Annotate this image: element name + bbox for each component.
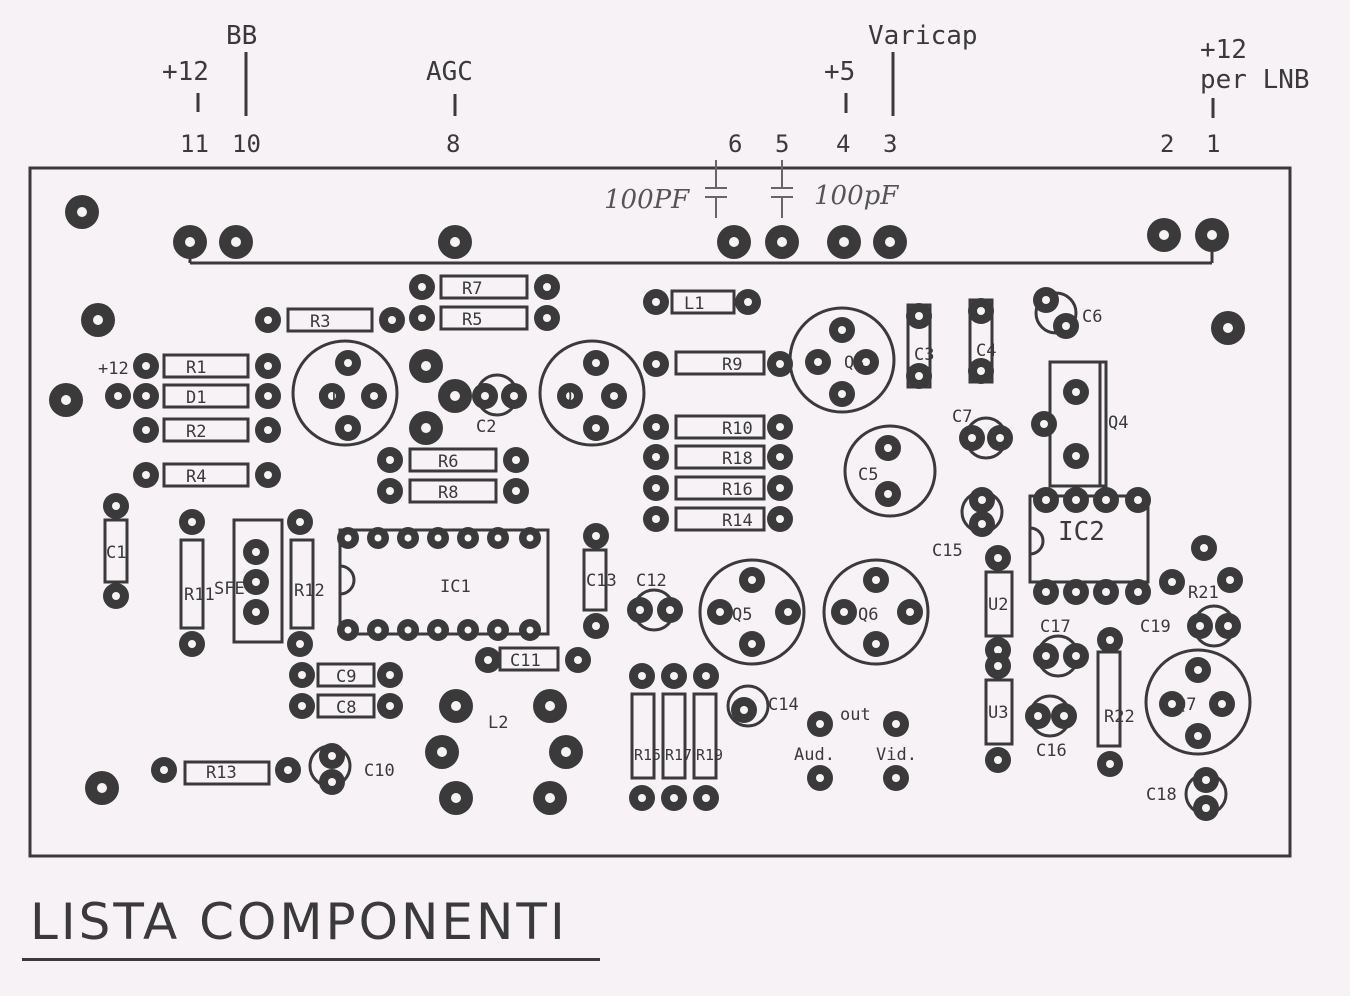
label-r13: R13 [206,763,237,783]
label-c9: C9 [336,667,356,687]
label-q7: Q7 [1176,695,1196,715]
pin-number-2: 2 [1160,130,1174,158]
annotation-cap-right: 100pF [814,181,899,211]
label-plus5: +5 [824,57,855,87]
pin-number-4: 4 [836,130,850,158]
label-c3: C3 [914,345,934,365]
hand-drawn-capacitors [705,160,793,218]
annotation-cap-left: 100PF [604,185,690,215]
label-q3: Q3 [844,353,864,373]
q5-body [698,558,806,666]
component-labels: +12 R1 D1 R2 R4 R3 R7 R5 R6 R8 Q1 Q2 C2 … [98,279,1219,805]
label-sfe: SFE [214,579,245,599]
label-c5: C5 [858,465,878,485]
label-c8: C8 [336,698,356,718]
label-c17: C17 [1040,617,1071,637]
label-r16: R16 [722,480,753,500]
label-r12: R12 [294,581,325,601]
label-q6: Q6 [858,605,878,625]
label-c7: C7 [952,407,972,427]
pin-number-6: 6 [728,130,742,158]
pin-number-1: 1 [1206,130,1220,158]
label-c13: C13 [586,571,617,591]
label-r9: R9 [722,355,742,375]
c5-body [843,424,937,518]
label-r14: R14 [722,511,753,531]
label-varicap: Varicap [868,21,978,51]
label-u3: U3 [988,703,1008,723]
label-out: out [840,705,871,725]
label-q2: Q2 [562,387,582,407]
label-r18: R18 [722,449,753,469]
q2-body [538,339,646,447]
label-q5: Q5 [732,605,752,625]
label-per-lnb: per LNB [1200,65,1310,95]
label-ic2: IC2 [1058,517,1105,547]
label-c6: C6 [1082,307,1102,327]
label-c10: C10 [364,761,395,781]
label-ic1: IC1 [440,577,471,597]
label-plus12-lnb: +12 [1200,35,1247,65]
label-c16: C16 [1036,741,1067,761]
label-aud: Aud. [794,745,835,765]
label-vid: Vid. [876,745,917,765]
pin-number-5: 5 [775,130,789,158]
label-r8: R8 [438,483,458,503]
label-c12: C12 [636,571,667,591]
pads [49,195,1245,821]
ic1-notch [339,564,356,596]
q6-body [822,558,930,666]
pin-number-3: 3 [883,130,897,158]
label-c1: C1 [106,543,126,563]
pin-number-10: 10 [232,130,261,158]
label-c18: C18 [1146,785,1177,805]
label-r17: R17 [665,746,692,764]
label-r3: R3 [310,312,330,332]
label-r4: R4 [186,467,206,487]
label-r15: R15 [634,746,661,764]
pin-number-11: 11 [180,130,209,158]
label-r5: R5 [462,310,482,330]
label-c14: C14 [768,695,799,715]
label-r10: R10 [722,419,753,439]
label-plus12: +12 [162,57,209,87]
label-d1: D1 [186,388,206,408]
label-r19: R19 [696,746,723,764]
sfe-body [232,518,284,644]
label-plus12-r1: +12 [98,359,129,379]
ic2-notch [1029,526,1045,556]
label-r1: R1 [186,358,206,378]
label-r2: R2 [186,422,206,442]
label-l1: L1 [684,294,704,314]
label-r7: R7 [462,279,482,299]
q1-body [291,339,399,447]
label-agc: AGC [426,57,473,87]
q7-body [1144,648,1252,756]
label-q1: Q1 [318,387,338,407]
title-underline [22,958,600,961]
label-q4: Q4 [1108,413,1128,433]
label-bb: BB [226,21,257,51]
label-c11: C11 [510,651,541,671]
label-r22: R22 [1104,707,1135,727]
label-l2: L2 [488,713,508,733]
label-c19: C19 [1140,617,1171,637]
label-r21: R21 [1188,583,1219,603]
section-title: LISTA COMPONENTI [30,893,568,951]
board-outline [28,166,1292,858]
resistor-bodies [103,274,1122,786]
label-r11: R11 [184,585,215,605]
label-c2: C2 [476,417,496,437]
ic2-body [1028,494,1150,584]
label-c15: C15 [932,541,963,561]
label-r6: R6 [438,452,458,472]
pin-number-8: 8 [446,130,460,158]
label-u2: U2 [988,595,1008,615]
label-c4: C4 [976,341,996,361]
